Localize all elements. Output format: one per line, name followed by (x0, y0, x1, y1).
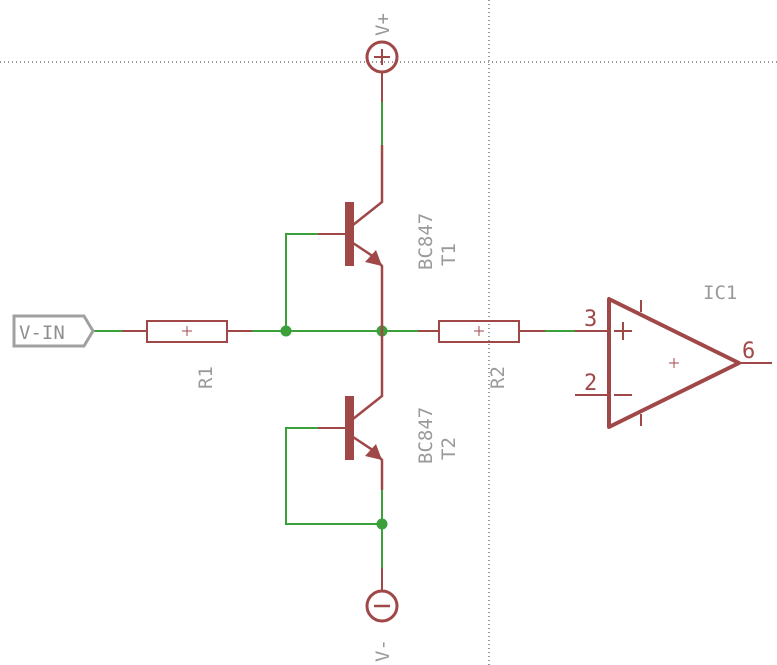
t1-name: T1 (438, 243, 460, 266)
transistor-t1[interactable]: BC847 T1 (318, 145, 460, 331)
port-frame (12, 314, 95, 348)
input-port-label: V-IN (19, 322, 65, 344)
wires (93, 78, 575, 588)
ic1-name: IC1 (703, 282, 737, 304)
r2-name: R2 (487, 366, 509, 389)
pin-number-noninverting: 3 (584, 307, 597, 332)
base-bar (345, 202, 354, 266)
pin-number-inverting: 2 (584, 371, 597, 396)
pin-number-output: 6 (742, 339, 755, 364)
t1-value: BC847 (415, 213, 437, 270)
supply-circle (365, 589, 399, 623)
emitter-arrow-icon (365, 444, 382, 460)
base-bar (345, 396, 354, 460)
wire-t1-base[interactable] (285, 233, 318, 331)
collector-lead (352, 145, 384, 226)
emitter-lead (352, 435, 384, 490)
t2-name: T2 (438, 437, 460, 460)
resistor-r1[interactable]: R1 (122, 320, 252, 389)
supply-vminus-label: V- (372, 639, 394, 662)
opamp-ic1[interactable]: 3 2 6 IC1 (575, 282, 772, 429)
junction-dot (280, 325, 292, 337)
t2-value: BC847 (415, 407, 437, 464)
r1-name: R1 (195, 366, 217, 389)
opamp-body (607, 297, 741, 429)
collector-lead (352, 331, 384, 420)
emitter-arrow-icon (365, 250, 382, 266)
supply-vplus-label: V+ (372, 13, 394, 36)
input-port[interactable]: V-IN (12, 314, 95, 348)
junction-dot (376, 518, 388, 530)
supply-vplus[interactable]: V+ (365, 13, 399, 102)
transistor-t2[interactable]: BC847 T2 (318, 331, 460, 490)
wire-t2-base[interactable] (285, 427, 382, 525)
resistor-r2[interactable]: R2 (418, 320, 545, 389)
supply-vminus[interactable]: V- (365, 568, 399, 662)
